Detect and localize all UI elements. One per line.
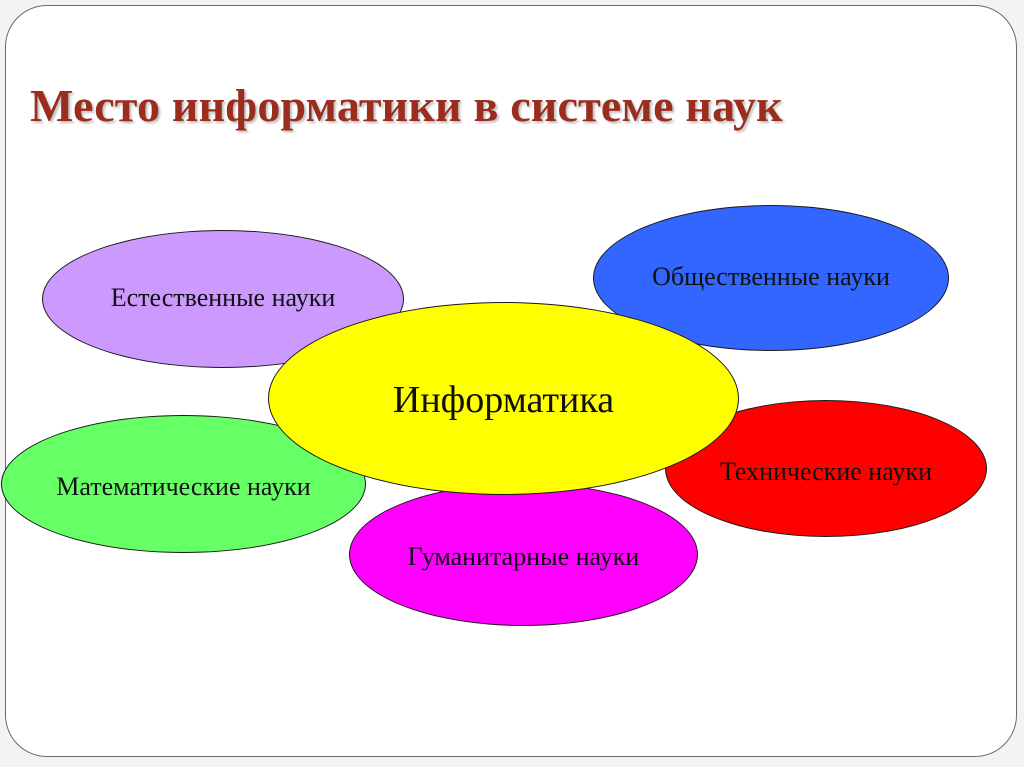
slide-title: Место информатики в системе наук <box>30 80 783 131</box>
center-label: Информатика <box>392 378 615 421</box>
node-label: Математические науки <box>56 472 311 501</box>
node-humanities: Гуманитарные науки <box>349 483 698 626</box>
node-label: Гуманитарные науки <box>407 542 640 571</box>
node-label: Естественные науки <box>110 283 336 312</box>
node-label: Общественные науки <box>652 262 890 291</box>
node-label: Технические науки <box>720 456 932 486</box>
node-natural-sciences: Естественные науки <box>42 230 404 368</box>
center-node-informatics: Информатика <box>268 302 739 495</box>
